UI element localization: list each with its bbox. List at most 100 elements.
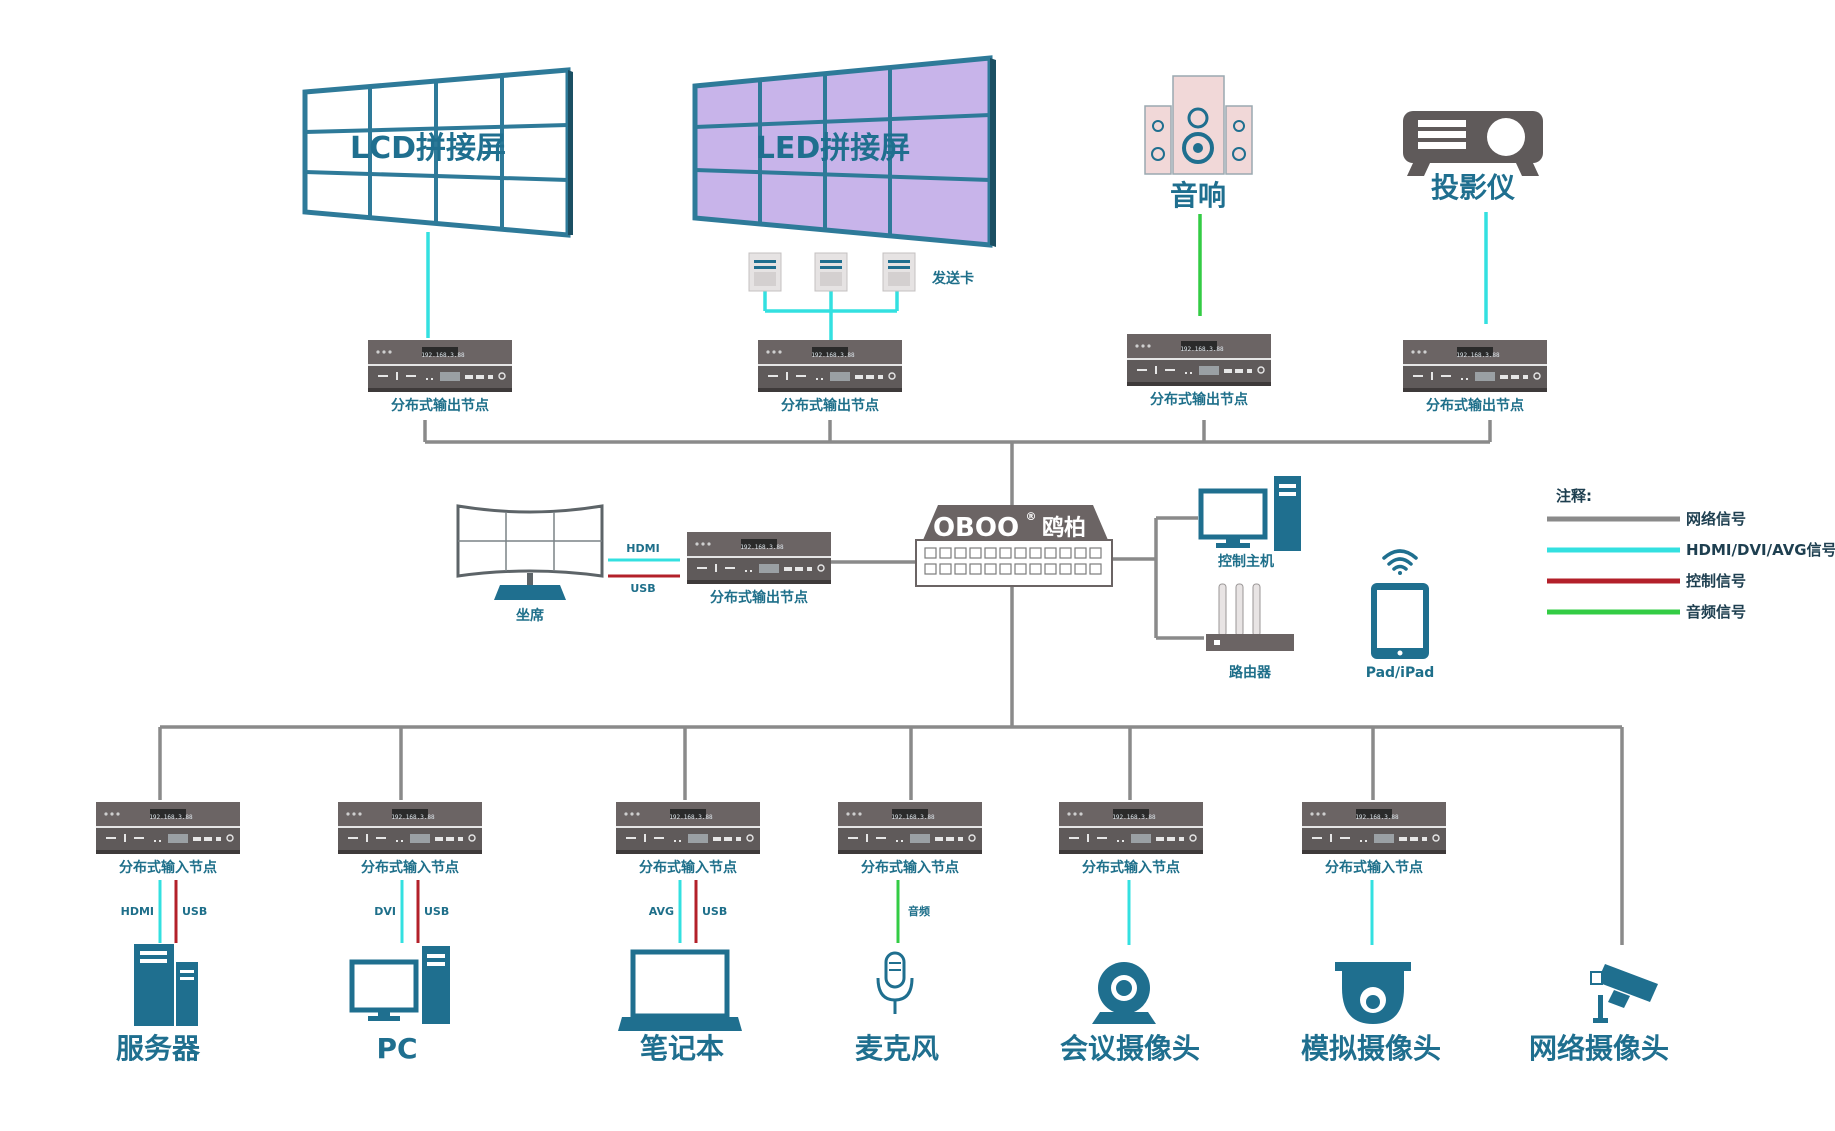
webcam-icon: [1092, 962, 1156, 1024]
input-device-label: 会议摄像头: [1060, 1032, 1200, 1065]
network-lines: [158, 212, 1624, 945]
sender-card-icon: [748, 252, 782, 292]
input-video-label: AVG: [649, 905, 674, 918]
seat-hdmi-label: HDMI: [626, 542, 659, 555]
legend-item-label: 网络信号: [1686, 510, 1746, 528]
switch-port: [969, 547, 982, 559]
node-label: 分布式输入节点: [639, 859, 737, 876]
network-switch-icon: OBOO 鸥柏 ®: [915, 505, 1113, 587]
legend-item-label: HDMI/DVI/AVG信号: [1686, 541, 1835, 559]
input-device-label: 麦克风: [855, 1032, 939, 1065]
switch-port: [1029, 563, 1042, 575]
switch-port: [969, 563, 982, 575]
cctv-camera-icon: [1590, 964, 1658, 1023]
output-node: 192.168.3.88 分布式输出节点: [1127, 334, 1271, 408]
dome-camera-icon: [1335, 962, 1411, 1024]
node-box-icon: [338, 802, 482, 855]
node-box-icon: [687, 532, 831, 585]
output-node: 192.168.3.88 分布式输出节点: [368, 340, 512, 414]
legend-title: 注释:: [1556, 487, 1592, 505]
node-box-icon: [1302, 802, 1446, 855]
input-node: 192.168.3.88 分布式输入节点: [1302, 802, 1446, 876]
node-label: 分布式输入节点: [1325, 859, 1423, 876]
input-usb-label: USB: [424, 905, 449, 918]
node-box-icon: [1127, 334, 1271, 387]
switch-port: [1044, 563, 1057, 575]
node-ip: 192.168.3.88: [149, 814, 193, 821]
switch-port: [1059, 563, 1072, 575]
node-ip: 192.168.3.88: [669, 814, 713, 821]
sender-card-icon: [882, 252, 916, 292]
control-host-icon: [1198, 476, 1301, 551]
node-label: 分布式输入节点: [361, 859, 459, 876]
node-ip: 192.168.3.88: [1355, 814, 1399, 821]
switch-port: [999, 547, 1012, 559]
switch-port: [1074, 547, 1087, 559]
switch-port: [1014, 563, 1027, 575]
switch-port: [954, 563, 967, 575]
input-device-label: PC: [376, 1032, 417, 1065]
input-device-label: 笔记本: [640, 1032, 724, 1065]
node-label: 分布式输出节点: [391, 397, 489, 414]
node-box-icon: [758, 340, 902, 393]
pc-icon: [349, 946, 450, 1024]
input-device-label: 网络摄像头: [1529, 1032, 1669, 1065]
node-box-icon: [368, 340, 512, 393]
node-box-icon: [838, 802, 982, 855]
sender-cards: 发送卡: [748, 252, 974, 292]
switch-port: [1014, 547, 1027, 559]
sender-card-icon: [814, 252, 848, 292]
legend-item-label: 音频信号: [1686, 603, 1746, 621]
node-ip: 192.168.3.88: [421, 352, 465, 359]
switch-port: [984, 547, 997, 559]
switch-port: [1044, 547, 1057, 559]
input-usb-label: USB: [182, 905, 207, 918]
led-wall-label: LED拼接屏: [756, 131, 911, 166]
input-video-label: DVI: [374, 905, 396, 918]
switch-port: [1074, 563, 1087, 575]
laptop-icon: [618, 949, 742, 1031]
input-column: 网络摄像头: [1529, 1032, 1669, 1065]
switch-port: [1089, 547, 1102, 559]
seat-label: 坐席: [516, 607, 544, 624]
router-icon: [1206, 583, 1294, 651]
input-usb-label: USB: [702, 905, 727, 918]
node-label: 分布式输出节点: [1150, 391, 1248, 408]
sender-card-label: 发送卡: [931, 270, 974, 287]
node-label: 分布式输入节点: [1082, 859, 1180, 876]
node-box-icon: [616, 802, 760, 855]
node-label: 分布式输出节点: [1426, 397, 1524, 414]
input-video-label: HDMI: [121, 905, 154, 918]
tablet-icon: [1371, 583, 1429, 659]
input-device-label: 服务器: [116, 1032, 201, 1065]
node-box-icon: [1059, 802, 1203, 855]
input-device-label: 模拟摄像头: [1301, 1032, 1441, 1065]
node-label: 分布式输出节点: [710, 589, 808, 606]
projector-label: 投影仪: [1431, 171, 1516, 204]
switch-port: [954, 547, 967, 559]
input-node: 192.168.3.88 分布式输入节点: [616, 802, 760, 876]
speaker-label: 音响: [1170, 179, 1226, 212]
node-label: 分布式输入节点: [861, 859, 959, 876]
lcd-wall-label: LCD拼接屏: [350, 131, 506, 166]
switch-port: [999, 563, 1012, 575]
switch-brand: OBOO: [933, 513, 1019, 543]
input-audio-label: 音频: [908, 904, 930, 918]
seat-monitor-icon: [456, 504, 604, 600]
control-host-label: 控制主机: [1218, 553, 1274, 570]
wifi-icon: [1382, 549, 1418, 575]
node-box-icon: [1403, 340, 1547, 393]
node-ip: 192.168.3.88: [1180, 346, 1224, 353]
